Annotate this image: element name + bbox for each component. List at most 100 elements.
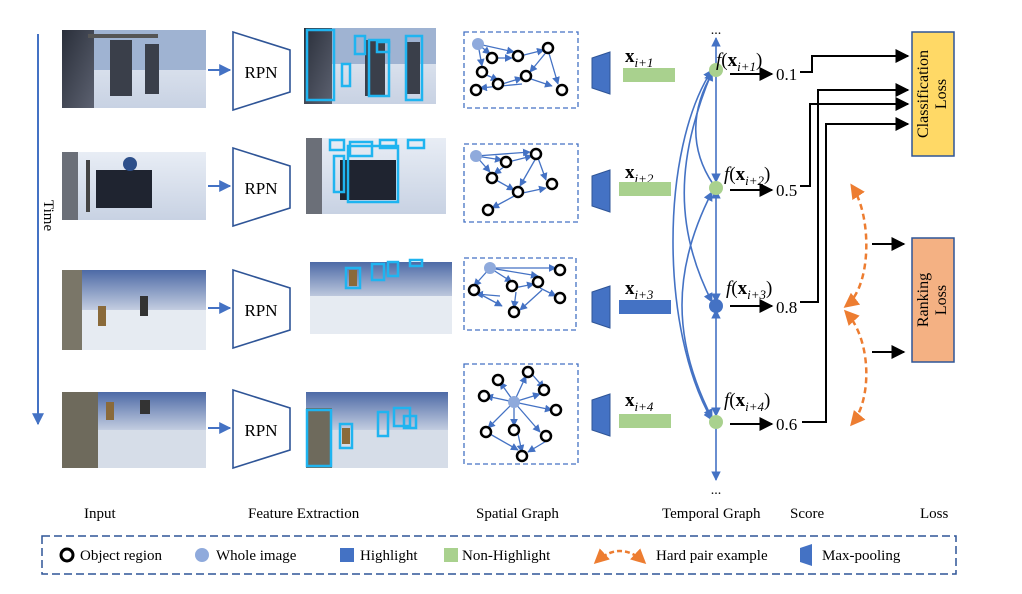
svg-text:RPN: RPN bbox=[244, 179, 277, 198]
function-labels: f(xi+1) f(xi+2) f(xi+3) f(xi+4) bbox=[716, 50, 772, 414]
rpn-block-3: RPN bbox=[232, 268, 291, 350]
object-node bbox=[555, 83, 569, 97]
score-values: 0.1 0.5 0.8 0.6 bbox=[776, 65, 797, 434]
object-node bbox=[541, 41, 555, 55]
object-node bbox=[511, 49, 525, 63]
object-node bbox=[479, 425, 493, 439]
object-node bbox=[485, 51, 499, 65]
whole-image-node bbox=[470, 150, 482, 162]
svg-text:Highlight: Highlight bbox=[360, 548, 418, 564]
object-node bbox=[491, 373, 505, 387]
spatial-graph-3 bbox=[463, 257, 577, 331]
stage-titles: Input Feature Extraction Spatial Graph T… bbox=[84, 506, 949, 522]
legend-hard-pair: Hard pair example bbox=[593, 548, 768, 565]
feature-frame-2 bbox=[306, 138, 446, 214]
svg-text:Ranking: Ranking bbox=[915, 273, 932, 327]
feature-frames bbox=[304, 28, 452, 468]
stage-title-loss: Loss bbox=[920, 506, 949, 522]
score-value-3: 0.8 bbox=[776, 298, 797, 317]
object-node bbox=[481, 203, 495, 217]
object-node bbox=[507, 423, 521, 437]
object-node bbox=[529, 147, 543, 161]
object-node bbox=[545, 177, 559, 191]
whole-image-node bbox=[472, 38, 484, 50]
feature-vector-3: xi+3 bbox=[619, 278, 671, 314]
input-frame-3 bbox=[62, 270, 206, 350]
feature-frame-1 bbox=[304, 28, 436, 104]
function-label-4: f(xi+4) bbox=[724, 390, 770, 414]
object-node bbox=[521, 365, 535, 379]
object-node bbox=[531, 275, 545, 289]
legend-max-pooling: Max-pooling bbox=[800, 544, 901, 566]
score-value-4: 0.6 bbox=[776, 415, 797, 434]
classification-loss-box: Classification Loss bbox=[911, 31, 955, 157]
ellipsis-top: ... bbox=[711, 23, 722, 38]
ellipsis-bottom: ... bbox=[711, 483, 722, 498]
ranking-arrows bbox=[872, 237, 906, 359]
stage-title-spatial: Spatial Graph bbox=[476, 506, 559, 522]
object-node bbox=[469, 83, 483, 97]
svg-text:Hard pair example: Hard pair example bbox=[656, 548, 768, 564]
rpn-block-2: RPN bbox=[232, 146, 291, 228]
max-pooling-2 bbox=[591, 169, 611, 213]
object-node bbox=[519, 69, 533, 83]
whole-image-node bbox=[508, 396, 520, 408]
object-node bbox=[477, 389, 491, 403]
score-arrows bbox=[730, 67, 774, 431]
whole-image-node bbox=[484, 262, 496, 274]
spatial-graph-1 bbox=[463, 31, 579, 109]
svg-text:Classification: Classification bbox=[915, 50, 932, 138]
object-node bbox=[491, 77, 505, 91]
temporal-graph: ... ... bbox=[672, 23, 723, 498]
object-node bbox=[537, 383, 551, 397]
feature-frame-4 bbox=[305, 392, 448, 468]
rpn-block-1: RPN bbox=[232, 30, 291, 112]
function-label-1: f(xi+1) bbox=[716, 50, 762, 74]
svg-text:RPN: RPN bbox=[244, 301, 277, 320]
object-node bbox=[499, 155, 513, 169]
svg-text:xi+4: xi+4 bbox=[625, 390, 654, 414]
legend-whole-image: Whole image bbox=[195, 548, 297, 564]
object-node bbox=[505, 279, 519, 293]
svg-text:xi+3: xi+3 bbox=[625, 278, 654, 302]
stage-title-feature: Feature Extraction bbox=[248, 506, 360, 522]
object-node bbox=[515, 449, 529, 463]
svg-text:Object region: Object region bbox=[80, 548, 163, 564]
rpn-blocks: RPN RPN RPN RPN bbox=[232, 30, 291, 470]
input-frame-1 bbox=[62, 30, 206, 108]
stage-title-input: Input bbox=[84, 506, 116, 522]
max-pooling-4 bbox=[591, 393, 611, 437]
input-to-rpn-arrows bbox=[208, 64, 232, 434]
max-pooling-blocks bbox=[591, 51, 611, 437]
svg-text:RPN: RPN bbox=[244, 63, 277, 82]
svg-text:Whole image: Whole image bbox=[216, 548, 297, 564]
legend-object-region: Object region bbox=[59, 547, 163, 564]
legend: Object region Whole image Highlight Non-… bbox=[41, 535, 957, 575]
rpn-block-4: RPN bbox=[232, 388, 291, 470]
legend-non-highlight: Non-Highlight bbox=[444, 548, 551, 564]
score-value-2: 0.5 bbox=[776, 181, 797, 200]
time-label: Time bbox=[40, 200, 56, 231]
time-axis: Time bbox=[32, 34, 56, 426]
feature-vector-2: xi+2 bbox=[619, 162, 671, 196]
feature-vector-4: xi+4 bbox=[619, 390, 671, 428]
feature-frame-3 bbox=[310, 258, 452, 334]
object-node bbox=[507, 305, 521, 319]
feature-vectors: xi+1 xi+2 xi+3 xi+4 bbox=[619, 46, 675, 428]
spatial-graph-4 bbox=[463, 363, 579, 465]
function-label-3: f(xi+3) bbox=[726, 278, 772, 302]
object-node bbox=[485, 171, 499, 185]
max-pooling-1 bbox=[591, 51, 611, 95]
input-frames bbox=[62, 30, 206, 468]
object-node bbox=[511, 185, 525, 199]
object-node bbox=[549, 403, 563, 417]
temporal-node-3 bbox=[709, 299, 723, 313]
svg-text:Non-Highlight: Non-Highlight bbox=[462, 548, 551, 564]
temporal-node-2 bbox=[709, 181, 723, 195]
feature-vector-1: xi+1 bbox=[623, 46, 675, 82]
object-node bbox=[553, 291, 567, 305]
stage-title-temporal: Temporal Graph bbox=[662, 506, 761, 522]
temporal-node-4 bbox=[709, 415, 723, 429]
svg-text:Max-pooling: Max-pooling bbox=[822, 548, 901, 564]
